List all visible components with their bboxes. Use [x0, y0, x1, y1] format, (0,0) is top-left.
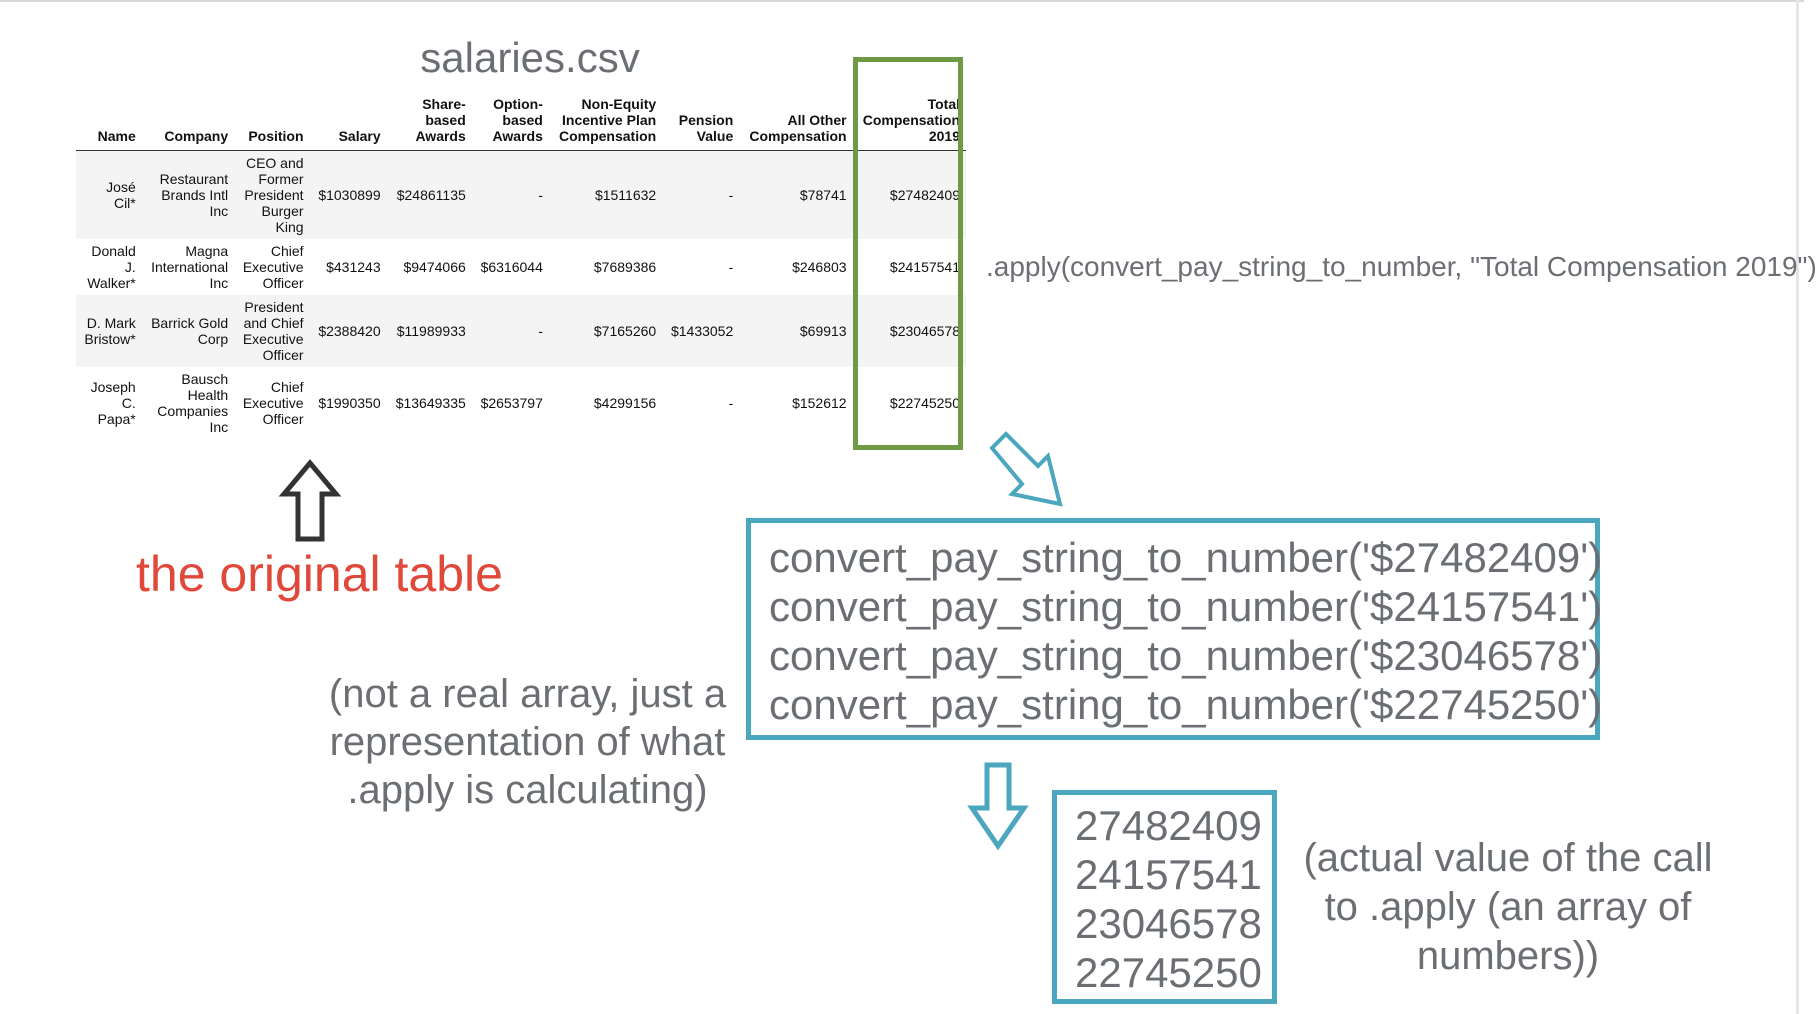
table-header-row: Name Company Position Salary Share-based…: [76, 92, 966, 151]
cell-share-awards: $11989933: [386, 295, 472, 367]
cell-total-comp: $23046578: [852, 295, 966, 367]
cell-salary: $431243: [309, 239, 387, 295]
cell-salary: $2388420: [309, 295, 387, 367]
cell-share-awards: $9474066: [386, 239, 472, 295]
apply-call-line: convert_pay_string_to_number('$27482409'…: [769, 534, 1603, 581]
right-border: [1796, 0, 1799, 1014]
cell-pension: $1433052: [662, 295, 740, 367]
cell-share-awards: $24861135: [386, 150, 472, 239]
cell-non-equity: $4299156: [548, 367, 663, 439]
result-value: 23046578: [1075, 900, 1262, 947]
top-border: [0, 0, 1804, 2]
cell-option-awards: $2653797: [471, 367, 549, 439]
apply-calls-box: convert_pay_string_to_number('$27482409'…: [746, 518, 1603, 740]
cell-all-other: $69913: [739, 295, 853, 367]
apply-call-line: convert_pay_string_to_number('$23046578'…: [769, 632, 1603, 679]
apply-call-line: convert_pay_string_to_number('$22745250'…: [769, 681, 1603, 728]
header-company: Company: [141, 92, 235, 151]
result-array-box: 27482409 24157541 23046578 22745250: [1052, 790, 1277, 1004]
result-value: 22745250: [1075, 949, 1262, 996]
cell-all-other: $152612: [739, 367, 853, 439]
cell-non-equity: $1511632: [548, 150, 663, 239]
apply-expression: .apply(convert_pay_string_to_number, "To…: [986, 251, 1817, 282]
header-name: Name: [76, 92, 142, 151]
cell-pension: -: [662, 150, 740, 239]
cell-non-equity: $7689386: [548, 239, 663, 295]
header-position: Position: [234, 92, 310, 151]
salaries-table: Name Company Position Salary Share-based…: [76, 92, 966, 439]
result-value: 24157541: [1075, 851, 1262, 898]
cell-share-awards: $13649335: [386, 367, 472, 439]
down-arrow-icon: [967, 762, 1029, 851]
cell-option-awards: -: [471, 295, 549, 367]
cell-salary: $1990350: [309, 367, 387, 439]
header-salary: Salary: [309, 92, 387, 151]
cell-total-comp: $22745250: [852, 367, 966, 439]
cell-total-comp: $27482409: [852, 150, 966, 239]
result-value: 27482409: [1075, 802, 1262, 849]
cell-non-equity: $7165260: [548, 295, 663, 367]
cell-salary: $1030899: [309, 150, 387, 239]
original-table-label: the original table: [136, 546, 503, 602]
note-not-real-array: (not a real array, just a representation…: [328, 672, 727, 812]
cell-option-awards: $6316044: [471, 239, 549, 295]
note-actual-value: (actual value of the call to .apply (an …: [1303, 836, 1713, 978]
cell-all-other: $246803: [739, 239, 853, 295]
cell-pension: -: [662, 239, 740, 295]
total-comp-highlight-box: [853, 57, 963, 450]
cell-option-awards: -: [471, 150, 549, 239]
cell-all-other: $78741: [739, 150, 853, 239]
apply-call-line: convert_pay_string_to_number('$24157541'…: [769, 583, 1603, 630]
up-arrow-icon: [278, 459, 342, 542]
diagonal-arrow-icon: [989, 431, 1063, 507]
slide-title: salaries.csv: [420, 34, 640, 81]
cell-pension: -: [662, 367, 740, 439]
cell-total-comp: $24157541: [852, 239, 966, 295]
